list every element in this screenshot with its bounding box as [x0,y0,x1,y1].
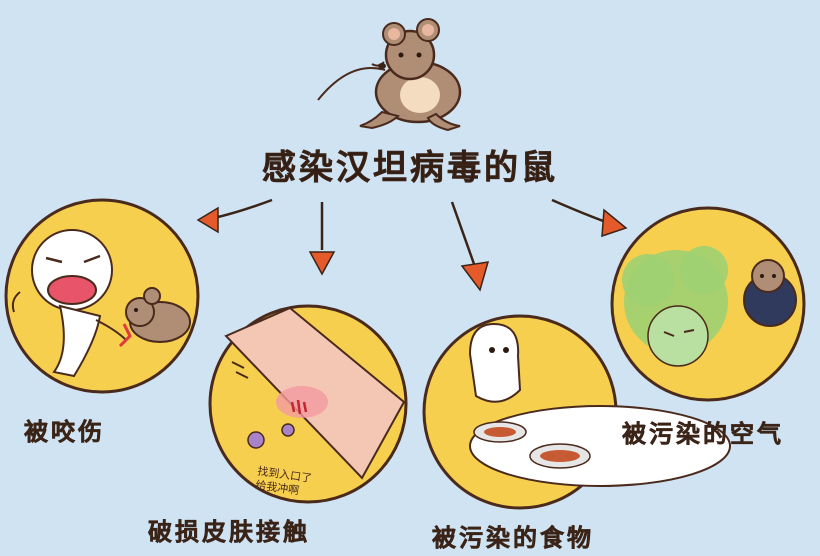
bite-scene [4,198,200,394]
arrow-to-bite [196,198,273,234]
route-label-food: 被污染的食物 [432,524,594,553]
page-title: 感染汉坦病毒的鼠 [262,148,558,189]
route-label-air: 被污染的空气 [622,420,784,449]
arrow-to-food [450,201,490,292]
arrow-to-air [551,198,628,238]
air-scene [610,206,806,402]
food-scene [422,314,731,510]
route-label-bite: 被咬伤 [24,418,105,447]
route-label-skin-contact: 破损皮肤接触 [148,518,310,547]
skin-contact-scene [208,304,408,504]
arrow-to-skin [308,202,336,276]
rat-icon [317,18,462,132]
